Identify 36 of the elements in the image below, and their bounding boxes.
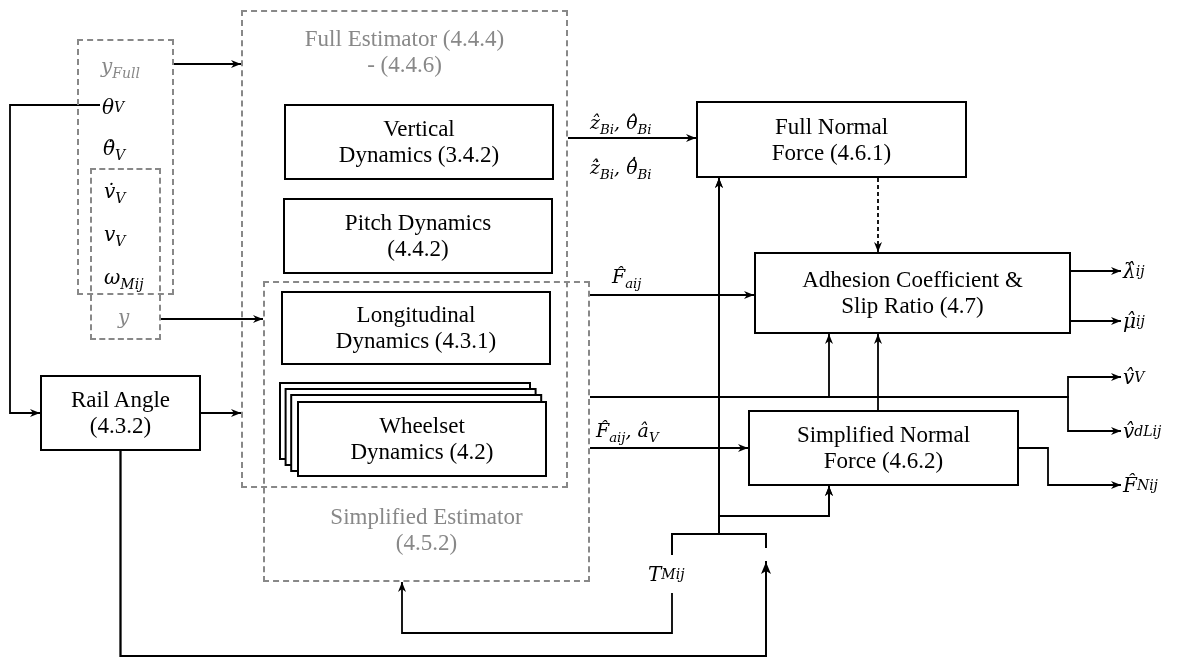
arrow: [589, 396, 1122, 435]
process-box: Vertical Dynamics (3.4.2): [284, 104, 554, 180]
math-label: y: [118, 306, 130, 328]
process-box: Longitudinal Dynamics (4.3.1): [281, 291, 551, 365]
process-box: Full Normal Force (4.6.1): [696, 101, 967, 178]
process-box: Pitch Dynamics (4.4.2): [283, 198, 553, 274]
arrow: [1070, 317, 1122, 325]
arrow: [119, 450, 833, 657]
arrow: [874, 177, 882, 253]
edge-label: F̂$_{aij}$, â$_{V}$: [594, 420, 661, 446]
math-label: θ̇$_{V}$: [103, 137, 126, 164]
arrow: [398, 581, 673, 634]
arrow: [567, 134, 697, 142]
process-box: Wheelset Dynamics (4.2): [297, 401, 547, 477]
math-label: v$_{V}$: [104, 223, 126, 250]
arrow: [173, 60, 242, 68]
signal-group: [77, 39, 174, 295]
arrow: [1070, 267, 1122, 275]
group-title: Full Estimator (4.4.4) - (4.4.6): [303, 26, 506, 79]
arrow: [589, 291, 755, 299]
math-label: ω$_{Mij}$: [104, 266, 144, 293]
arrow: [9, 104, 101, 417]
estimator-group: [241, 10, 568, 488]
process-box: Simplified Normal Force (4.6.2): [748, 410, 1019, 486]
arrow: [874, 333, 882, 411]
group-title: Simplified Estimator (4.5.2): [329, 504, 524, 557]
edge-label: F̂$_{aij}$: [610, 266, 644, 292]
signal-group: [90, 168, 161, 340]
math-label: v̇$_{V}$: [104, 180, 126, 207]
process-box: Rail Angle (4.3.2): [40, 375, 201, 451]
arrow: [1018, 447, 1122, 489]
arrow: [589, 444, 749, 452]
arrow: [200, 409, 242, 417]
arrow: [160, 315, 264, 323]
math-label: y$_{Full}$: [101, 55, 140, 82]
process-box: Adhesion Coefficient & Slip Ratio (4.7): [754, 252, 1071, 334]
